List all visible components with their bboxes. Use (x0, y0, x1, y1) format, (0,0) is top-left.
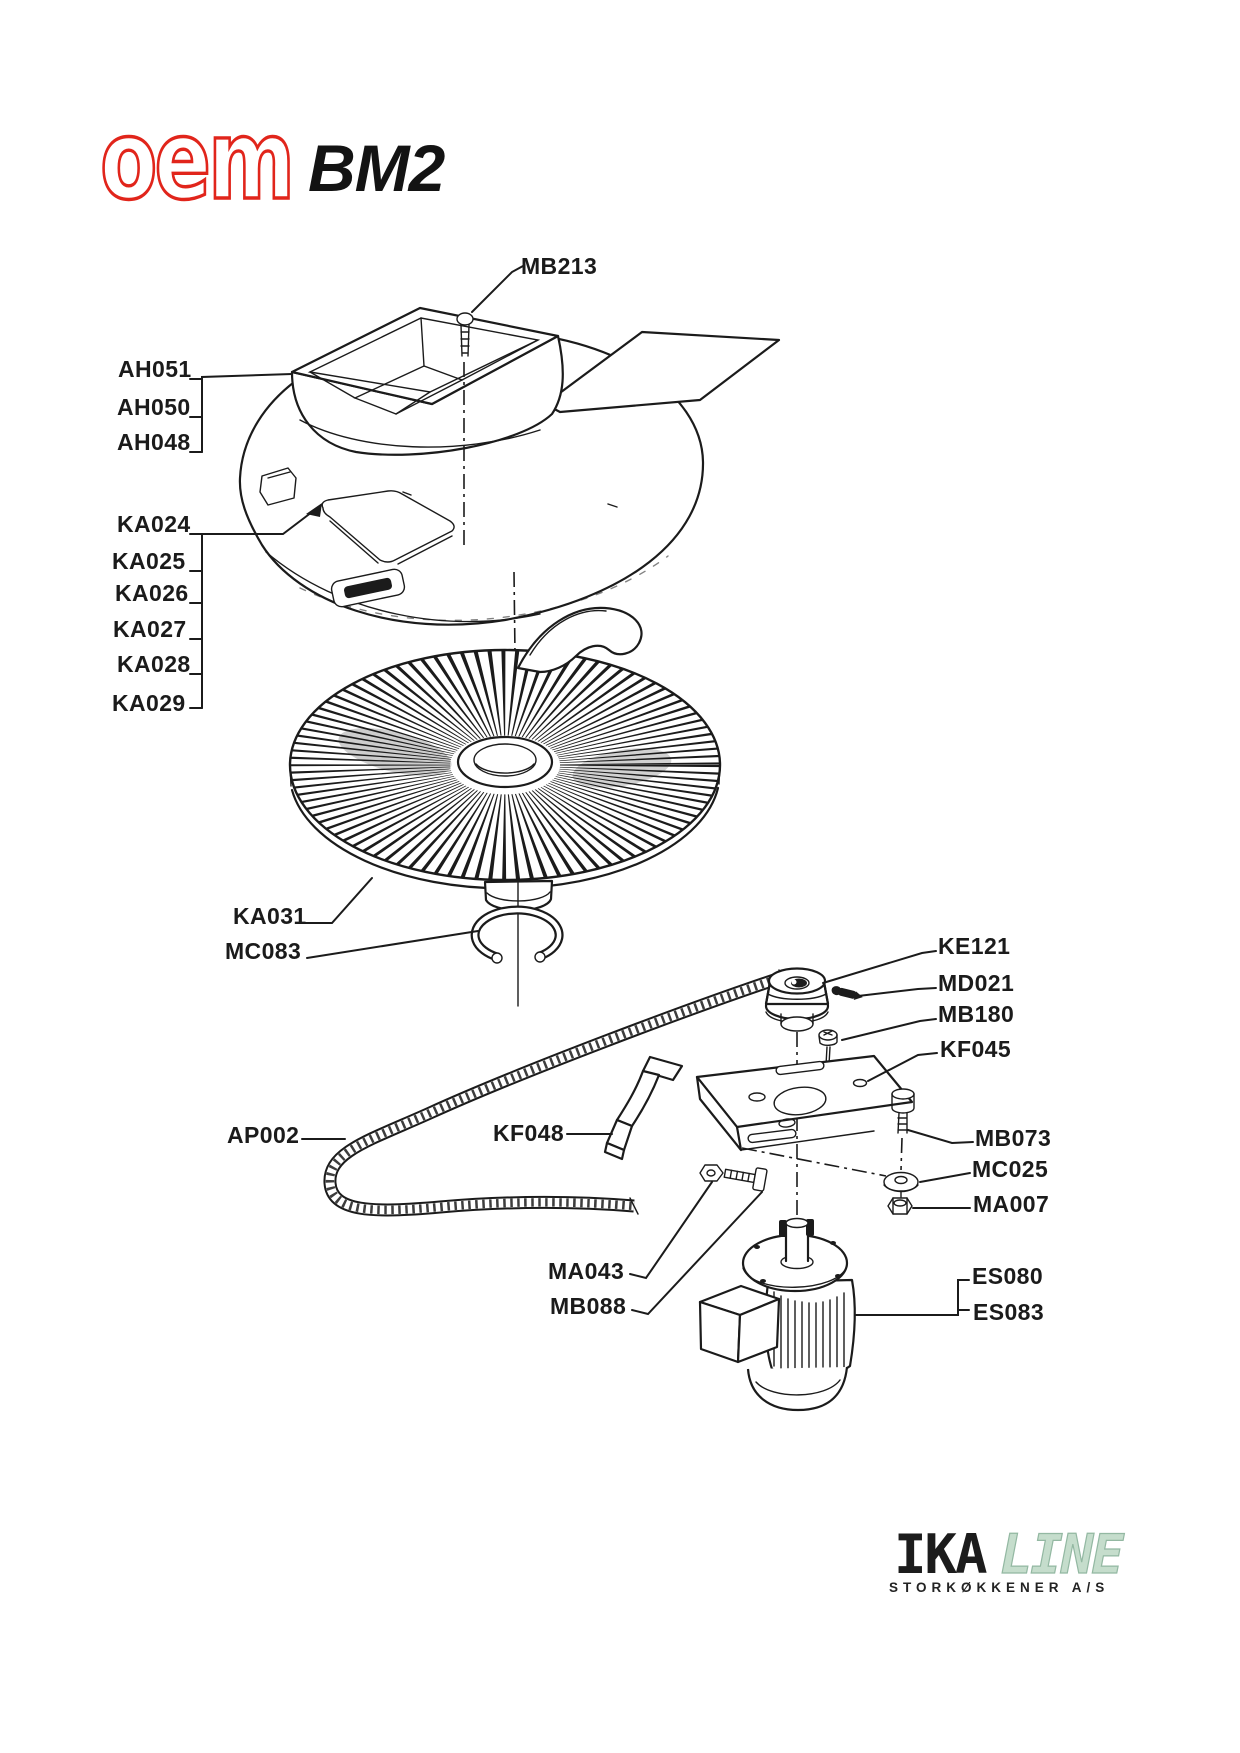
ika-logo-text: IKA (894, 1523, 987, 1586)
line-logo-text: LINE (1000, 1523, 1125, 1586)
footer-tagline: STORKØKKENER A/S (889, 1580, 1109, 1595)
bracket-kf048 (603, 1055, 684, 1161)
washer-mc025 (883, 1171, 919, 1193)
nut-ma043 (699, 1164, 724, 1182)
pulley-ke121 (764, 967, 830, 1032)
plate-kf045 (695, 1054, 914, 1152)
centerline-plate-right (741, 1147, 887, 1177)
part-label-ma043: MA043 (548, 1258, 624, 1284)
page-header: oem BM2 (99, 95, 447, 226)
part-label-mc025: MC025 (972, 1156, 1048, 1182)
part-label-ka027: KA027 (113, 616, 187, 642)
part-label-ka026: KA026 (115, 580, 189, 606)
hub-and-snapring (470, 879, 564, 1007)
model-title: BM2 (308, 131, 446, 205)
part-label-ke121: KE121 (938, 933, 1010, 959)
part-label-ka024: KA024 (117, 511, 191, 537)
grating-disc-ka031 (288, 606, 722, 890)
part-label-mb088: MB088 (550, 1293, 626, 1319)
part-label-ap002: AP002 (227, 1122, 299, 1148)
part-label-es080: ES080 (972, 1263, 1043, 1289)
footer-logo: IKA LINE STORKØKKENER A/S (889, 1522, 1127, 1595)
part-label-mb213: MB213 (521, 253, 597, 279)
oem-logo: oem (100, 97, 292, 225)
part-label-ah051: AH051 (118, 356, 192, 382)
nut-ma007 (887, 1191, 913, 1215)
bolt-mb073 (891, 1088, 915, 1134)
part-label-ka025: KA025 (112, 548, 186, 574)
part-label-kf045: KF045 (940, 1036, 1011, 1062)
part-label-kf048: KF048 (493, 1120, 564, 1146)
part-label-mb180: MB180 (938, 1001, 1014, 1027)
part-label-ah048: AH048 (117, 429, 191, 455)
part-label-ah050: AH050 (117, 394, 191, 420)
part-label-ka029: KA029 (112, 690, 186, 716)
leader-lines (189, 265, 974, 1316)
part-label-ka028: KA028 (117, 651, 191, 677)
cover-assembly (238, 306, 781, 626)
part-label-mc083: MC083 (225, 938, 301, 964)
pin-md021 (831, 986, 863, 1001)
part-label-mb073: MB073 (975, 1125, 1051, 1151)
centerline-mb073 (900, 1137, 903, 1171)
part-label-ma007: MA007 (973, 1191, 1049, 1217)
part-label-ka031: KA031 (233, 903, 307, 929)
motor-es080-es083 (698, 1217, 856, 1412)
part-labels: MB213 AH051 AH050 AH048 KA024 KA025 KA02… (112, 253, 1051, 1325)
bolt-mb088 (723, 1167, 768, 1192)
part-label-md021: MD021 (938, 970, 1014, 996)
screw-mb213 (456, 312, 474, 357)
part-label-es083: ES083 (973, 1299, 1044, 1325)
